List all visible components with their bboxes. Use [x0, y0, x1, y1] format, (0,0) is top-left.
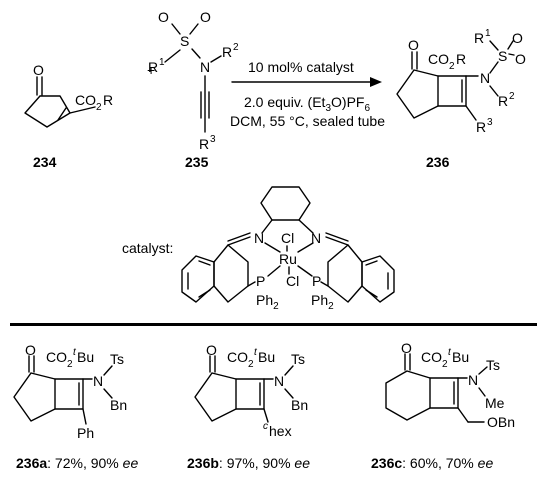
236c-oxygen: O: [401, 340, 412, 356]
236b-oxygen: O: [206, 342, 217, 358]
arrow-line-1: 10 mol% catalyst: [248, 59, 354, 75]
product-n: N: [480, 70, 490, 86]
cl-top: Cl: [281, 230, 294, 246]
plus-sign: +: [147, 62, 155, 78]
r2-r: R: [222, 44, 232, 60]
r2-sup: 2: [233, 42, 239, 53]
reaction-arrow: 10 mol% catalyst 2.0 equiv. (Et3O)PF6 DC…: [230, 59, 385, 129]
catalyst-structure: N N Cl Ru P P Cl Ph2 Ph2: [181, 186, 395, 312]
236c-co-sub: 2: [442, 359, 448, 370]
236c-obn: OBn: [487, 414, 515, 430]
cl-bottom: Cl: [286, 273, 299, 289]
product-o-top: O: [512, 30, 523, 46]
arrow-line-3: DCM, 55 °C, sealed tube: [230, 113, 385, 129]
product-236c-structure: O CO 2 t Bu N Ts Me OBn 236c: 60%, 70% e…: [371, 340, 515, 471]
236a-n: N: [93, 373, 103, 389]
product-o-bottom: O: [515, 51, 526, 67]
reactant-234-label: 234: [33, 154, 57, 170]
r1-r: R: [148, 59, 158, 75]
product-236-structure: O CO 2 R N S O O R 1 R 2 R 3 236: [396, 28, 526, 170]
ester-r: R: [103, 92, 113, 108]
236a-bn: Bn: [110, 397, 127, 413]
236a-label: 236a: 72%, 90% ee: [16, 455, 138, 471]
236b-co-sub: 2: [248, 359, 254, 370]
product-r2-sup: 2: [509, 91, 515, 102]
reactant-235-label: 235: [185, 154, 209, 170]
product-s: S: [498, 48, 507, 64]
236c-t: t: [448, 347, 452, 358]
236c-me: Me: [485, 395, 505, 411]
236b-label: 236b: 97%, 90% ee: [187, 455, 310, 471]
product-r3-sup: 3: [487, 117, 493, 128]
product-r1-sup: 1: [485, 28, 491, 39]
reactant-235-structure: O O S R 1 N R 2 R 3 235: [148, 9, 239, 170]
ruthenium: Ru: [279, 251, 297, 267]
236b-bu: Bu: [258, 349, 275, 365]
product-r2: R: [498, 93, 508, 109]
product-236b-structure: O CO 2 t Bu N Ts Bn c hex 236b: 97%, 90%…: [187, 342, 310, 471]
n-right: N: [311, 230, 321, 246]
236b-hex: hex: [269, 423, 292, 439]
236b-bn: Bn: [291, 397, 308, 413]
236a-bu: Bu: [77, 349, 94, 365]
236a-oxygen: O: [25, 342, 36, 358]
product-co-r: R: [456, 51, 466, 67]
236a-ts: Ts: [110, 351, 124, 367]
r3-r: R: [199, 136, 209, 152]
236b-ts: Ts: [291, 351, 305, 367]
236a-ph: Ph: [77, 425, 94, 441]
nitrogen: N: [200, 59, 210, 75]
section-divider: [10, 323, 537, 326]
236b-n: N: [274, 373, 284, 389]
236b-c: c: [263, 421, 268, 432]
236a-co-sub: 2: [67, 359, 73, 370]
236a-co: CO: [46, 349, 67, 365]
236c-n: N: [468, 372, 478, 388]
ketone-oxygen: O: [33, 62, 44, 78]
r3-sup: 3: [210, 134, 216, 145]
236c-co: CO: [421, 349, 442, 365]
product-co: CO: [428, 51, 449, 67]
reactant-234-structure: O CO 2 R 234: [24, 62, 113, 170]
ph2-right: Ph2: [311, 292, 334, 312]
236c-label: 236c: 60%, 70% ee: [371, 455, 493, 471]
236b-t: t: [254, 347, 258, 358]
product-oxygen: O: [408, 37, 419, 53]
ester-co-sub: 2: [96, 102, 102, 113]
236c-bu: Bu: [452, 349, 469, 365]
236a-t: t: [73, 347, 77, 358]
product-236a-structure: O CO 2 t Bu N Ts Bn Ph 236a: 72%, 90% ee: [13, 342, 138, 471]
catalyst-label: catalyst:: [122, 240, 173, 256]
product-r1: R: [474, 30, 484, 46]
sulfonyl-o-right: O: [200, 9, 211, 25]
product-236-label: 236: [426, 154, 450, 170]
p-right: P: [312, 273, 321, 289]
sulfur: S: [180, 33, 189, 49]
236b-co: CO: [227, 349, 248, 365]
product-r3: R: [476, 119, 486, 135]
sulfonyl-o-left: O: [158, 9, 169, 25]
r1-sup: 1: [159, 57, 165, 68]
arrow-line-2: 2.0 equiv. (Et3O)PF6: [244, 94, 370, 114]
ester-co: CO: [75, 92, 96, 108]
p-left: P: [256, 273, 265, 289]
product-co-sub: 2: [449, 61, 455, 72]
n-left: N: [254, 230, 264, 246]
ph2-left: Ph2: [256, 292, 279, 312]
236c-ts: Ts: [486, 357, 500, 373]
